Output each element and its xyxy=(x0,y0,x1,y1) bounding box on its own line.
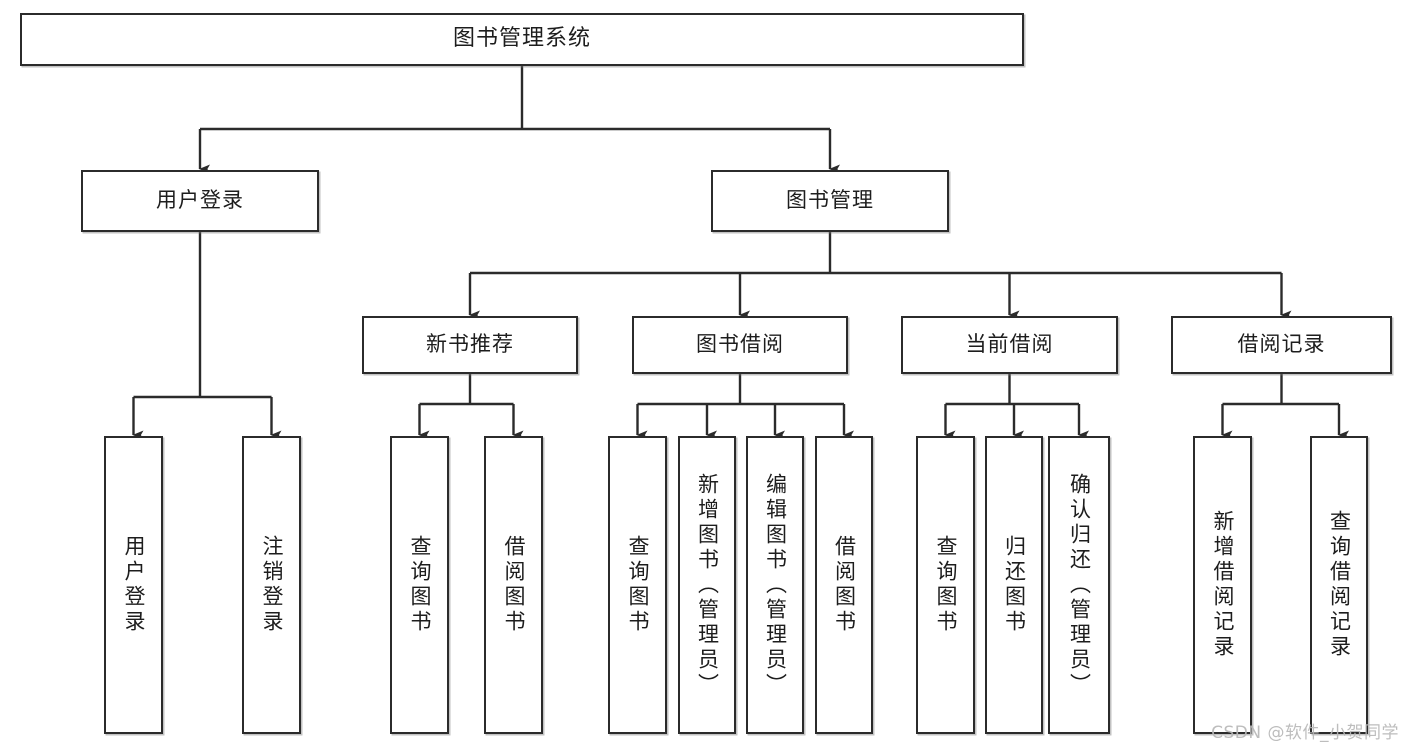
node-label: 查询图书 xyxy=(626,535,650,635)
watermark: CSDN @软件_小贺同学 xyxy=(1211,723,1399,743)
node-label: 新增图书（管理员） xyxy=(695,472,720,698)
node-leaf-user-login[interactable]: 用户登录 xyxy=(104,436,163,734)
node-label: 确认归还（管理员） xyxy=(1067,472,1092,698)
node-label: 查询图书 xyxy=(408,535,432,635)
node-label: 图书借阅 xyxy=(696,332,784,357)
node-leaf-cb-query[interactable]: 查询图书 xyxy=(916,436,975,734)
node-l3-new-book-rec[interactable]: 新书推荐 xyxy=(362,316,578,374)
node-label: 借阅图书 xyxy=(832,535,857,635)
node-leaf-br-add[interactable]: 新增借阅记录 xyxy=(1193,436,1252,734)
node-label: 借阅图书 xyxy=(502,535,526,635)
node-label: 查询图书 xyxy=(934,535,958,635)
node-label: 图书管理系统 xyxy=(452,26,591,52)
node-l3-current-borrow[interactable]: 当前借阅 xyxy=(901,316,1118,374)
node-label: 借阅记录 xyxy=(1237,332,1326,357)
node-label: 用户登录 xyxy=(156,188,244,213)
node-label: 新书推荐 xyxy=(426,332,514,357)
node-l3-borrow-record[interactable]: 借阅记录 xyxy=(1171,316,1392,374)
node-label: 编辑图书（管理员） xyxy=(763,472,788,698)
node-leaf-logout[interactable]: 注销登录 xyxy=(242,436,301,734)
node-leaf-bb-add[interactable]: 新增图书（管理员） xyxy=(678,436,736,734)
node-label: 当前借阅 xyxy=(965,332,1054,357)
node-label: 注销登录 xyxy=(260,535,284,635)
node-label: 新增借阅记录 xyxy=(1211,510,1235,660)
node-leaf-bb-query[interactable]: 查询图书 xyxy=(608,436,667,734)
node-l2-user-login[interactable]: 用户登录 xyxy=(81,170,319,232)
node-leaf-cb-confirm[interactable]: 确认归还（管理员） xyxy=(1048,436,1110,734)
node-leaf-bb-edit[interactable]: 编辑图书（管理员） xyxy=(746,436,804,734)
node-label: 用户登录 xyxy=(122,535,146,635)
node-leaf-br-query[interactable]: 查询借阅记录 xyxy=(1310,436,1368,734)
node-l2-book-mgmt[interactable]: 图书管理 xyxy=(711,170,949,232)
node-leaf-cb-return[interactable]: 归还图书 xyxy=(985,436,1043,734)
node-root[interactable]: 图书管理系统 xyxy=(20,13,1024,66)
node-leaf-rec-borrow[interactable]: 借阅图书 xyxy=(484,436,543,734)
node-label: 图书管理 xyxy=(786,188,874,213)
node-label: 归还图书 xyxy=(1002,535,1027,635)
node-l3-book-borrow[interactable]: 图书借阅 xyxy=(632,316,848,374)
node-leaf-rec-query[interactable]: 查询图书 xyxy=(390,436,449,734)
node-leaf-bb-borrow[interactable]: 借阅图书 xyxy=(815,436,873,734)
node-label: 查询借阅记录 xyxy=(1327,510,1352,660)
